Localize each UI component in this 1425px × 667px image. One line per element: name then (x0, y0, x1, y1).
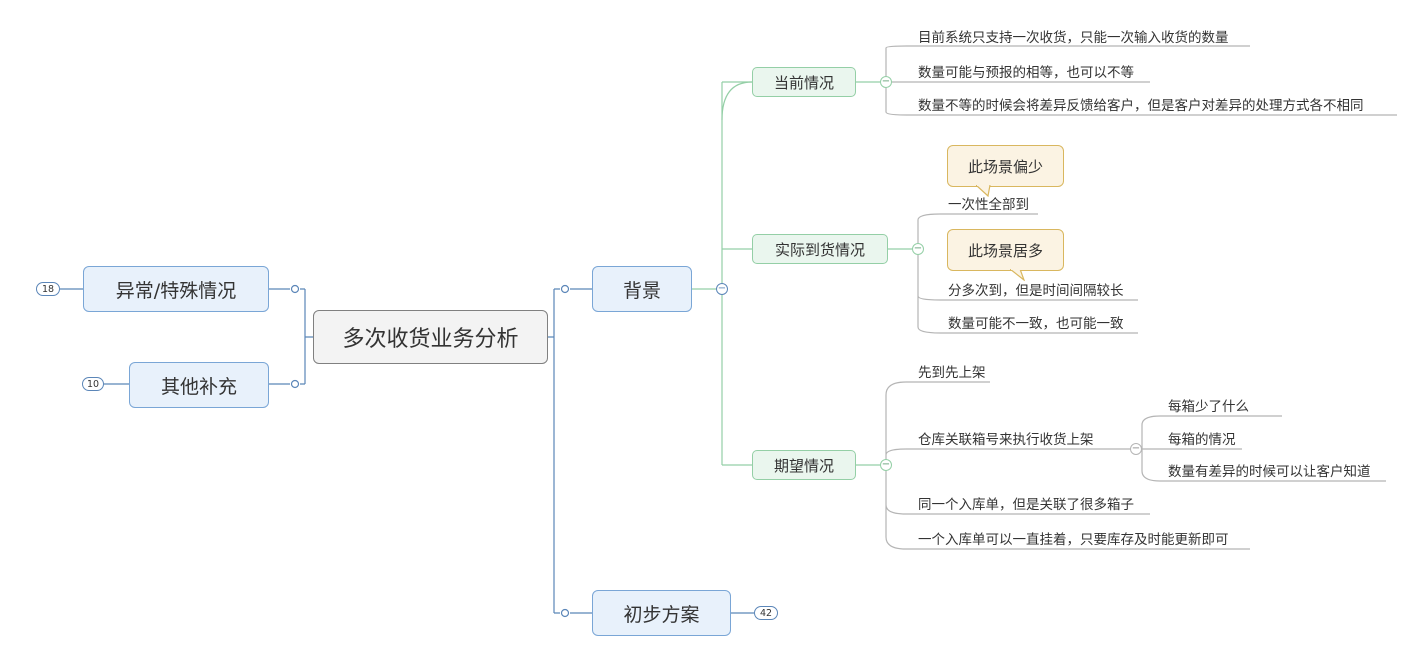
subtopic-expected-situation[interactable]: 期望情况 (752, 450, 856, 480)
callout-note[interactable]: 此场景偏少 (947, 145, 1064, 187)
subtopic-current-situation[interactable]: 当前情况 (752, 67, 856, 97)
leaf-text[interactable]: 数量不等的时候会将差异反馈给客户，但是客户对差异的处理方式各不相同 (918, 98, 1364, 114)
leaf-text[interactable]: 每箱的情况 (1168, 432, 1236, 448)
topic-other-notes[interactable]: 其他补充 (129, 362, 269, 408)
collapsed-count-badge[interactable]: 42 (754, 606, 778, 620)
callout-note[interactable]: 此场景居多 (947, 229, 1064, 271)
collapse-toggle[interactable]: − (1130, 443, 1142, 455)
collapse-toggle[interactable]: − (716, 283, 728, 295)
leaf-text[interactable]: 数量可能与预报的相等，也可以不等 (918, 65, 1134, 81)
leaf-text[interactable]: 一个入库单可以一直挂着，只要库存及时能更新即可 (918, 532, 1229, 548)
topic-exceptions[interactable]: 异常/特殊情况 (83, 266, 269, 312)
leaf-text[interactable]: 同一个入库单，但是关联了很多箱子 (918, 497, 1134, 513)
collapse-toggle[interactable]: − (912, 243, 924, 255)
collapse-toggle[interactable]: − (880, 459, 892, 471)
collapsed-count-badge[interactable]: 10 (82, 377, 104, 391)
leaf-text[interactable]: 分多次到，但是时间间隔较长 (948, 283, 1124, 299)
topic-initial-plan[interactable]: 初步方案 (592, 590, 731, 636)
leaf-text[interactable]: 一次性全部到 (948, 197, 1029, 213)
collapsed-count-badge[interactable]: 18 (36, 282, 60, 296)
callout-pointer (1010, 269, 1026, 281)
subtopic-actual-arrival[interactable]: 实际到货情况 (752, 234, 888, 264)
leaf-text[interactable]: 先到先上架 (918, 365, 986, 381)
callout-pointer (976, 185, 991, 197)
leaf-text[interactable]: 目前系统只支持一次收货，只能一次输入收货的数量 (918, 30, 1229, 46)
leaf-text[interactable]: 仓库关联箱号来执行收货上架 (918, 432, 1094, 448)
leaf-text[interactable]: 数量有差异的时候可以让客户知道 (1168, 464, 1371, 480)
leaf-text[interactable]: 数量可能不一致，也可能一致 (948, 316, 1124, 332)
topic-background[interactable]: 背景 (592, 266, 692, 312)
central-topic[interactable]: 多次收货业务分析 (313, 310, 548, 364)
leaf-text[interactable]: 每箱少了什么 (1168, 399, 1249, 415)
collapse-toggle[interactable]: − (880, 76, 892, 88)
